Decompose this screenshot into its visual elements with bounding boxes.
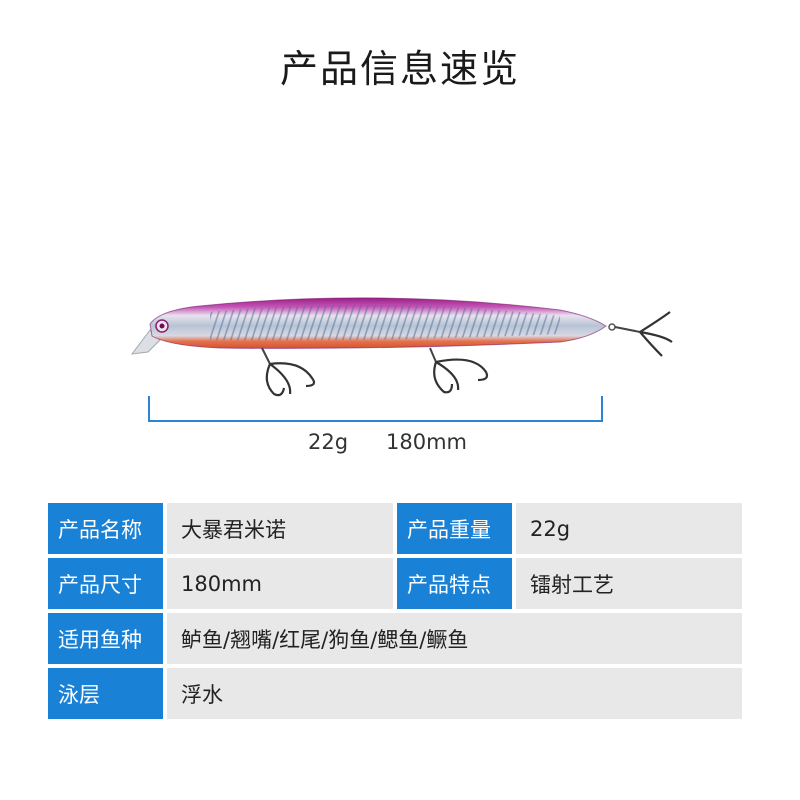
product-name-value: 大暴君米诺 (167, 503, 393, 554)
product-feature-label: 产品特点 (397, 558, 512, 609)
length-text: 180mm (386, 430, 467, 454)
product-name-label: 产品名称 (48, 503, 163, 554)
target-fish-label: 适用鱼种 (48, 613, 163, 664)
spec-row: 适用鱼种 鲈鱼/翘嘴/红尾/狗鱼/鳃鱼/鳜鱼 (48, 613, 742, 664)
product-weight-value: 22g (516, 503, 742, 554)
spec-row: 产品尺寸 180mm 产品特点 镭射工艺 (48, 558, 742, 609)
product-weight-label: 产品重量 (397, 503, 512, 554)
weight-text: 22g (308, 430, 349, 454)
spec-row: 泳层 浮水 (48, 668, 742, 719)
product-size-value: 180mm (167, 558, 393, 609)
length-dimension-bracket (148, 396, 603, 422)
spec-table: 产品名称 大暴君米诺 产品重量 22g 产品尺寸 180mm 产品特点 镭射工艺… (48, 503, 742, 723)
product-feature-value: 镭射工艺 (516, 558, 742, 609)
spec-row: 产品名称 大暴君米诺 产品重量 22g (48, 503, 742, 554)
fishing-lure-image (130, 297, 673, 397)
swim-layer-value: 浮水 (167, 668, 742, 719)
swim-layer-label: 泳层 (48, 668, 163, 719)
page-title: 产品信息速览 (279, 47, 520, 91)
target-fish-value: 鲈鱼/翘嘴/红尾/狗鱼/鳃鱼/鳜鱼 (167, 613, 742, 664)
product-size-label: 产品尺寸 (48, 558, 163, 609)
